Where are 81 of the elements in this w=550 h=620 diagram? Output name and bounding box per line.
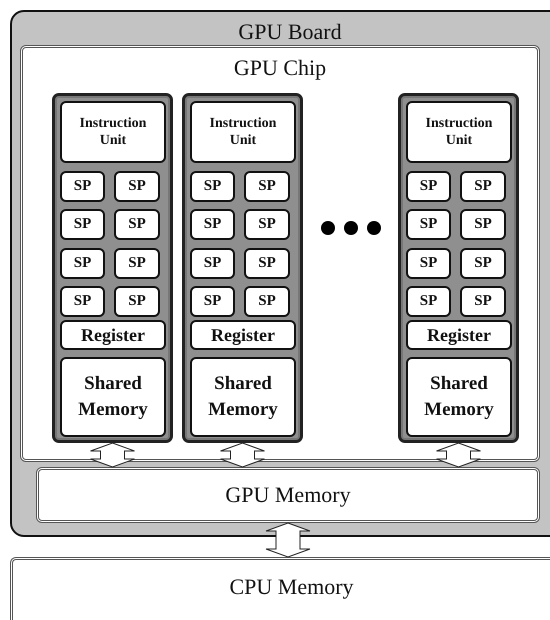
box-label: SP xyxy=(202,215,222,234)
processor-box xyxy=(460,286,506,317)
box-label: Instruction Unit xyxy=(78,114,148,150)
processor-box xyxy=(406,248,451,279)
box-label: SP xyxy=(202,254,222,273)
memory-box xyxy=(60,357,166,437)
processor-box xyxy=(190,209,235,240)
box-label: Shared Memory xyxy=(207,372,279,422)
box-label: SP xyxy=(418,177,438,196)
box-label: SP xyxy=(473,292,493,311)
processor-box xyxy=(114,209,160,240)
processor-box xyxy=(190,286,235,317)
box-label: Register xyxy=(426,324,492,346)
processor-box xyxy=(114,171,160,202)
multiprocessor-block xyxy=(182,93,303,443)
box-label: SP xyxy=(72,177,92,196)
box-label: Shared Memory xyxy=(423,372,495,422)
processor-box xyxy=(460,209,506,240)
processor-box xyxy=(244,209,290,240)
processor-box xyxy=(244,171,290,202)
box-label: SP xyxy=(127,177,147,196)
box-label: SP xyxy=(257,254,277,273)
memory-box xyxy=(190,357,296,437)
memory-box xyxy=(406,357,512,437)
processor-box xyxy=(60,209,105,240)
processor-box xyxy=(60,248,105,279)
memory-box xyxy=(36,467,540,523)
processor-box xyxy=(406,209,451,240)
box-label: SP xyxy=(72,254,92,273)
processor-box xyxy=(460,171,506,202)
box-label: Instruction Unit xyxy=(424,114,494,150)
processor-box xyxy=(60,286,105,317)
processor-box xyxy=(114,286,160,317)
double-arrow xyxy=(90,442,135,468)
box-label: SP xyxy=(473,177,493,196)
box-label: SP xyxy=(202,292,222,311)
box-label: SP xyxy=(473,254,493,273)
box-label: Shared Memory xyxy=(77,372,149,422)
double-arrow xyxy=(220,442,265,468)
processor-box xyxy=(190,248,235,279)
box-label: SP xyxy=(127,292,147,311)
processor-box xyxy=(244,286,290,317)
box-label: SP xyxy=(418,292,438,311)
processor-box xyxy=(406,171,451,202)
box-label: SP xyxy=(72,215,92,234)
box-label: CPU Memory xyxy=(228,573,355,601)
box-label: GPU Memory xyxy=(224,481,352,509)
double-arrow xyxy=(436,442,481,468)
processor-box xyxy=(60,171,105,202)
box-label: SP xyxy=(257,177,277,196)
unit-box xyxy=(190,101,296,163)
memory-box xyxy=(10,557,550,620)
box-label: SP xyxy=(257,215,277,234)
box-label: SP xyxy=(418,254,438,273)
board-panel xyxy=(10,10,550,537)
register-box xyxy=(406,320,512,350)
box-label: SP xyxy=(473,215,493,234)
processor-box xyxy=(114,248,160,279)
processor-box xyxy=(406,286,451,317)
box-label: SP xyxy=(418,215,438,234)
box-label: SP xyxy=(257,292,277,311)
chip-panel xyxy=(20,45,540,462)
box-label: Register xyxy=(80,324,146,346)
multiprocessor-block xyxy=(52,93,173,443)
register-box xyxy=(190,320,296,350)
processor-box xyxy=(460,248,506,279)
box-label: SP xyxy=(127,254,147,273)
processor-box xyxy=(190,171,235,202)
box-label: Instruction Unit xyxy=(208,114,278,150)
box-label: SP xyxy=(202,177,222,196)
processor-box xyxy=(244,248,290,279)
box-label: GPU Chip xyxy=(232,54,328,82)
unit-box xyxy=(60,101,166,163)
multiprocessor-block xyxy=(398,93,519,443)
box-label: GPU Board xyxy=(237,18,343,46)
unit-box xyxy=(406,101,512,163)
box-label: SP xyxy=(72,292,92,311)
box-label: SP xyxy=(127,215,147,234)
box-label: Register xyxy=(210,324,276,346)
double-arrow xyxy=(266,522,310,558)
register-box xyxy=(60,320,166,350)
